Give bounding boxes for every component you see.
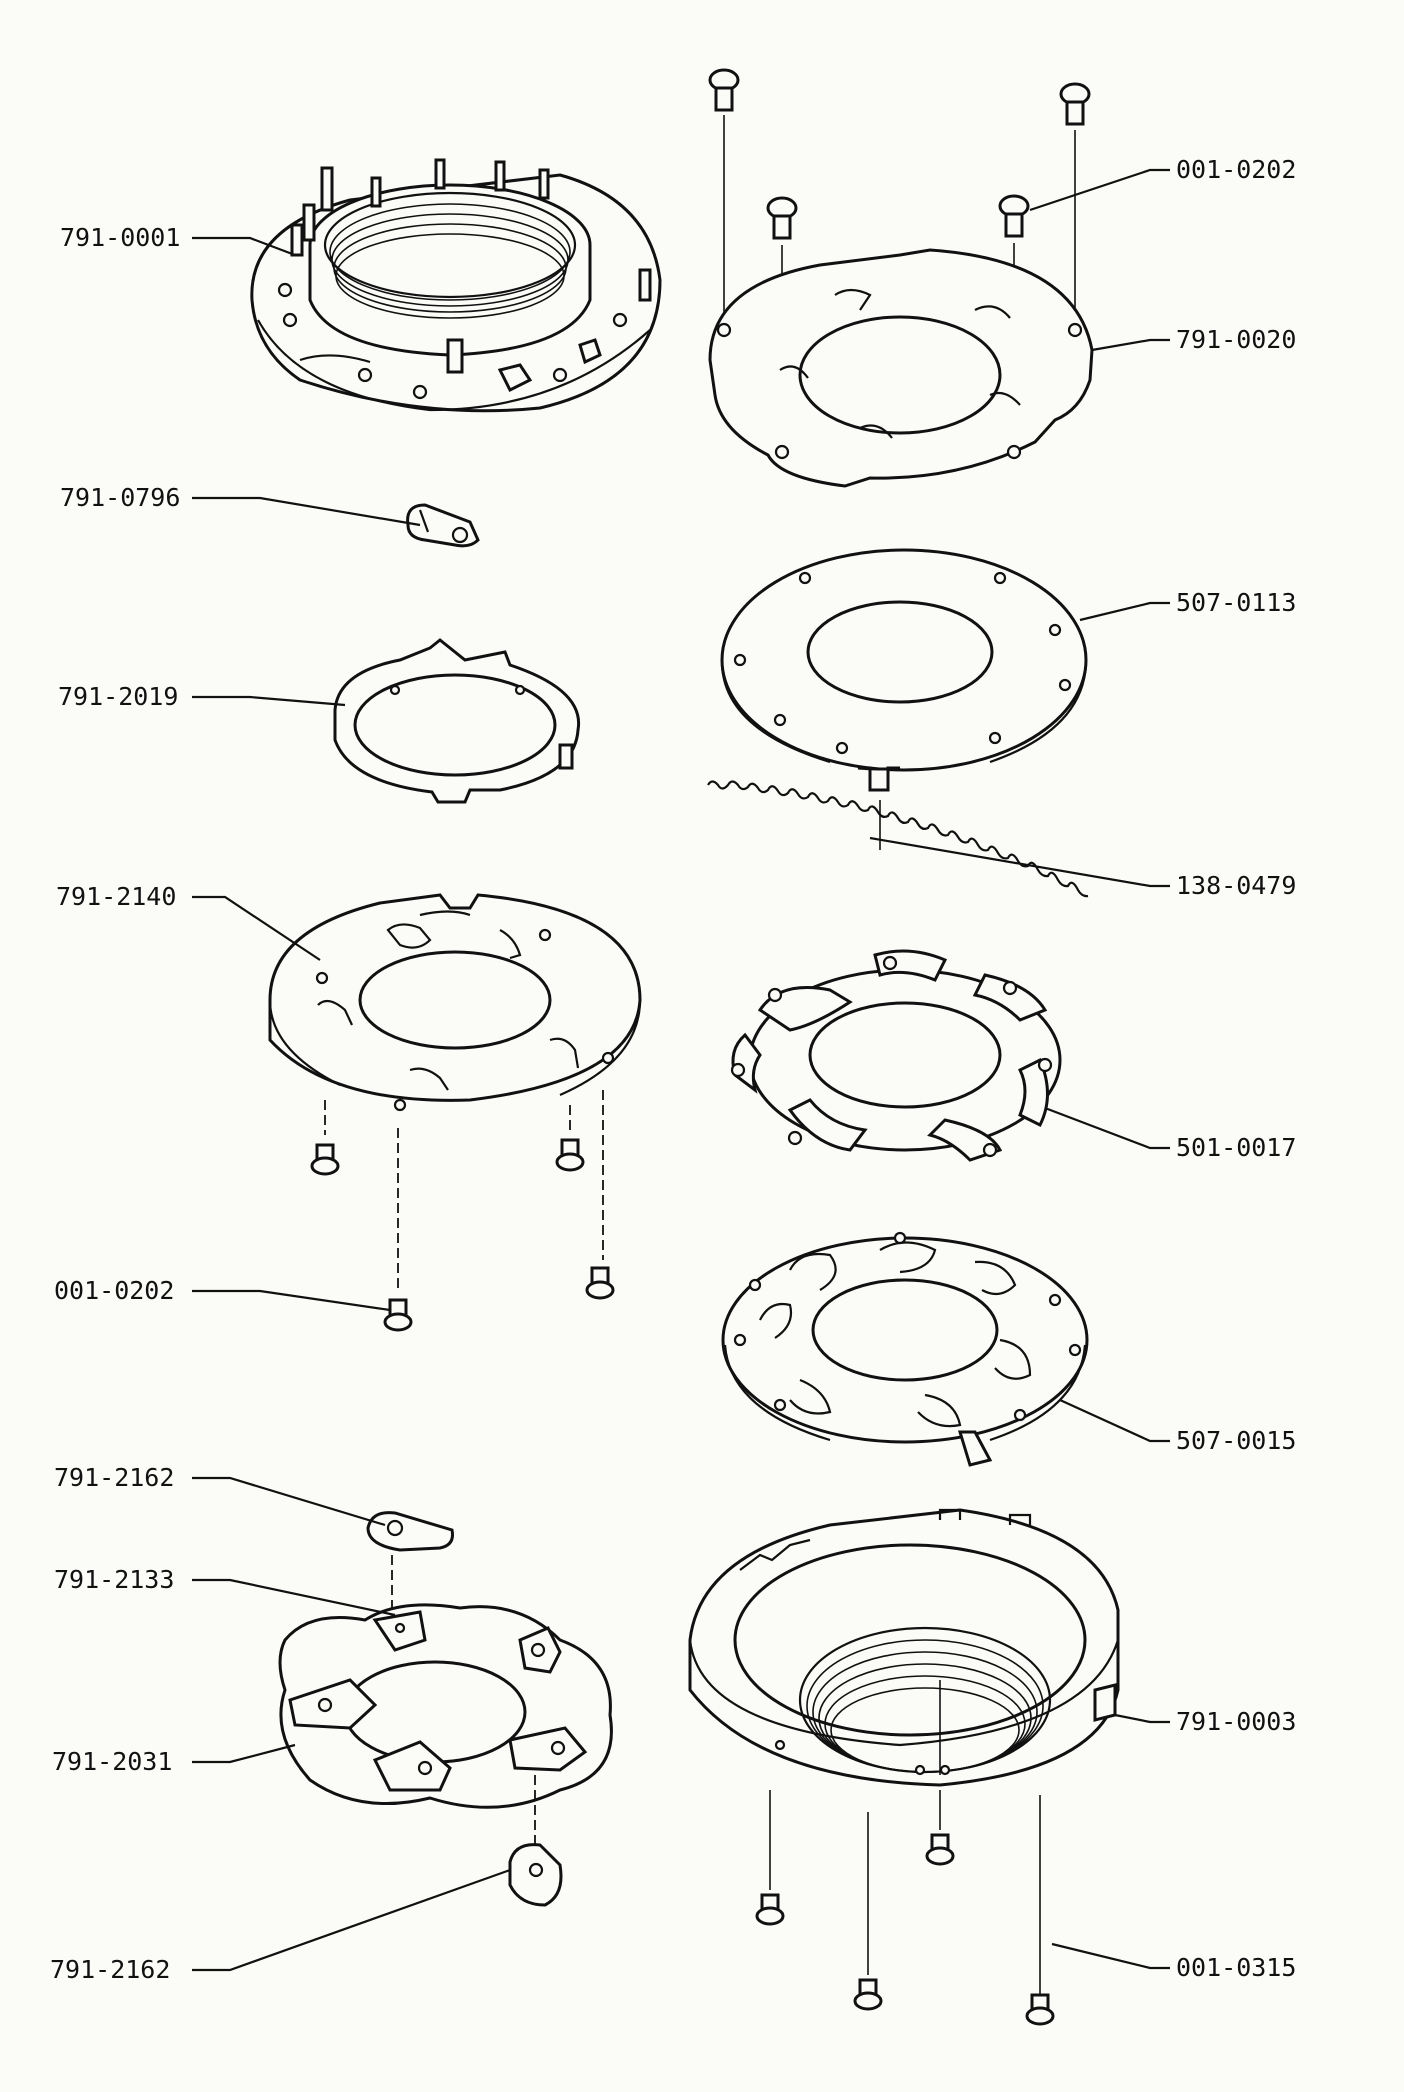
part-791-0020: [708, 248, 1094, 488]
part-791-2140: [268, 893, 642, 1112]
label-791-0796: 791-0796: [60, 483, 180, 512]
label-791-2133: 791-2133: [54, 1565, 174, 1594]
label-001-0202-left: 001-0202: [54, 1276, 174, 1305]
leader-lines: [192, 168, 1170, 1972]
label-001-0315: 001-0315: [1176, 1953, 1296, 1982]
part-791-2019: [333, 638, 581, 804]
part-791-0003: [688, 1508, 1120, 1787]
label-791-2140: 791-2140: [56, 882, 176, 911]
part-507-0015: [721, 1231, 1089, 1467]
label-791-0020: 791-0020: [1176, 325, 1296, 354]
screws-001-0315: [755, 1790, 1055, 2026]
part-507-0113: [720, 548, 1088, 792]
screws-001-0202-left: [310, 1090, 615, 1332]
label-501-0017: 501-0017: [1176, 1133, 1296, 1162]
label-138-0479: 138-0479: [1176, 871, 1296, 900]
part-791-0001: [250, 158, 662, 413]
label-791-2162-bottom: 791-2162: [50, 1955, 170, 1984]
part-791-2162-bottom: [508, 1843, 563, 1907]
label-791-0001: 791-0001: [60, 223, 180, 252]
label-791-2019: 791-2019: [58, 682, 178, 711]
part-501-0017: [730, 949, 1062, 1162]
part-138-0479: [707, 780, 1089, 898]
label-507-0015: 507-0015: [1176, 1426, 1296, 1455]
label-791-0003: 791-0003: [1176, 1707, 1296, 1736]
screws-001-0202-right: [708, 68, 1091, 445]
part-791-0796: [406, 503, 480, 548]
part-791-2162-top: [366, 1511, 454, 1615]
part-791-2031: [278, 1603, 613, 1855]
label-791-2031: 791-2031: [52, 1747, 172, 1776]
label-507-0113: 507-0113: [1176, 588, 1296, 617]
label-001-0202-right: 001-0202: [1176, 155, 1296, 184]
label-791-2162-top: 791-2162: [54, 1463, 174, 1492]
